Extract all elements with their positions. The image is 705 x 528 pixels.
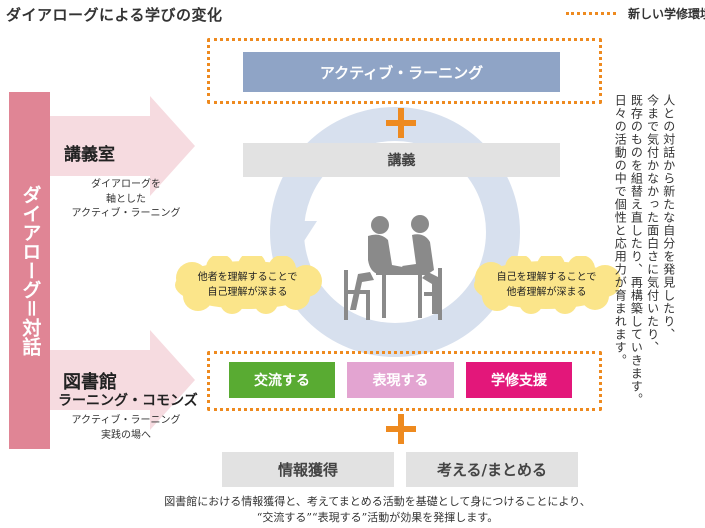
side-label-taiwa: 対話 (19, 318, 42, 356)
library-description: アクティブ・ラーニング 実践の場へ (56, 414, 196, 443)
side-label-dialogue: ダイアローグ (19, 185, 42, 299)
exchange-bar: 交流する (229, 362, 335, 398)
legend: 新しい学修環境 (566, 4, 705, 22)
active-learning-bar: アクティブ・ラーニング (243, 52, 560, 92)
caption-line: “交流する”“表現する”活動が効果を発揮します。 (256, 510, 499, 524)
right-cloud-text: 自己を理解することで 他者理解が深まる (469, 270, 624, 300)
legend-dotted-line (566, 11, 616, 15)
vertical-line: 日々の活動の中で個性と応用力が育まれます。 (613, 94, 628, 367)
left-cloud-line: 自己理解が深まる (207, 287, 288, 298)
lecture-room-line: ダイアローグを (91, 179, 161, 190)
library-heading: 図書館 (63, 372, 117, 393)
right-cloud-line: 自己を理解することで (496, 272, 597, 283)
vertical-description: 人との対話から新たな自分を発見したり、 今まで気付かなかった面白さに気付いたり、… (612, 94, 677, 434)
vertical-line: 今まで気付かなかった面白さに気付いたり、 (645, 94, 660, 354)
study-support-bar: 学修支援 (466, 362, 572, 398)
bottom-caption: 図書館における情報獲得と、考えてまとめる活動を基礎として身につけることにより、 … (60, 494, 695, 526)
lecture-room-description: ダイアローグを 軸とした アクティブ・ラーニング (56, 178, 196, 222)
new-environment-frame-top (207, 38, 602, 104)
plus-icon (386, 108, 416, 138)
library-line: 実践の場へ (101, 429, 151, 441)
lecture-room-heading: 講義室 (64, 145, 115, 165)
lecture-arrow (50, 96, 195, 196)
dialogue-side-label: ダイアローグ＝対話 (9, 92, 50, 449)
information-acquisition-bar: 情報獲得 (222, 452, 394, 487)
think-summarize-bar: 考える/まとめる (406, 452, 578, 487)
library-line: アクティブ・ラーニング (71, 415, 181, 426)
caption-line: 図書館における情報獲得と、考えてまとめる活動を基礎として身につけることにより、 (164, 495, 591, 508)
left-cloud (175, 256, 322, 314)
lecture-room-line: 軸とした (106, 193, 146, 205)
library-arrow (50, 330, 195, 430)
vertical-line: 人との対話から新たな自分を発見したり、 (661, 94, 676, 341)
right-cloud (474, 256, 621, 314)
new-environment-frame-bottom (207, 351, 602, 411)
two-people-at-table-icon (344, 215, 442, 320)
lecture-room-line: アクティブ・ラーニング (71, 208, 181, 219)
lecture-bar: 講義 (243, 143, 560, 177)
express-bar: 表現する (347, 362, 454, 398)
side-label-equals: ＝ (19, 299, 42, 318)
left-cloud-line: 他者を理解することで (197, 272, 298, 283)
page-title: ダイアローグによる学びの変化 (6, 6, 223, 24)
left-cloud-text: 他者を理解することで 自己理解が深まる (170, 270, 325, 300)
right-cloud-line: 他者理解が深まる (506, 287, 587, 298)
vertical-line: 既存のものを組替え直したり、再構築していきます。 (629, 94, 644, 406)
plus-icon (386, 414, 416, 444)
legend-label: 新しい学修環境 (628, 6, 705, 21)
library-subheading: ラーニング・コモンズ (58, 393, 198, 409)
